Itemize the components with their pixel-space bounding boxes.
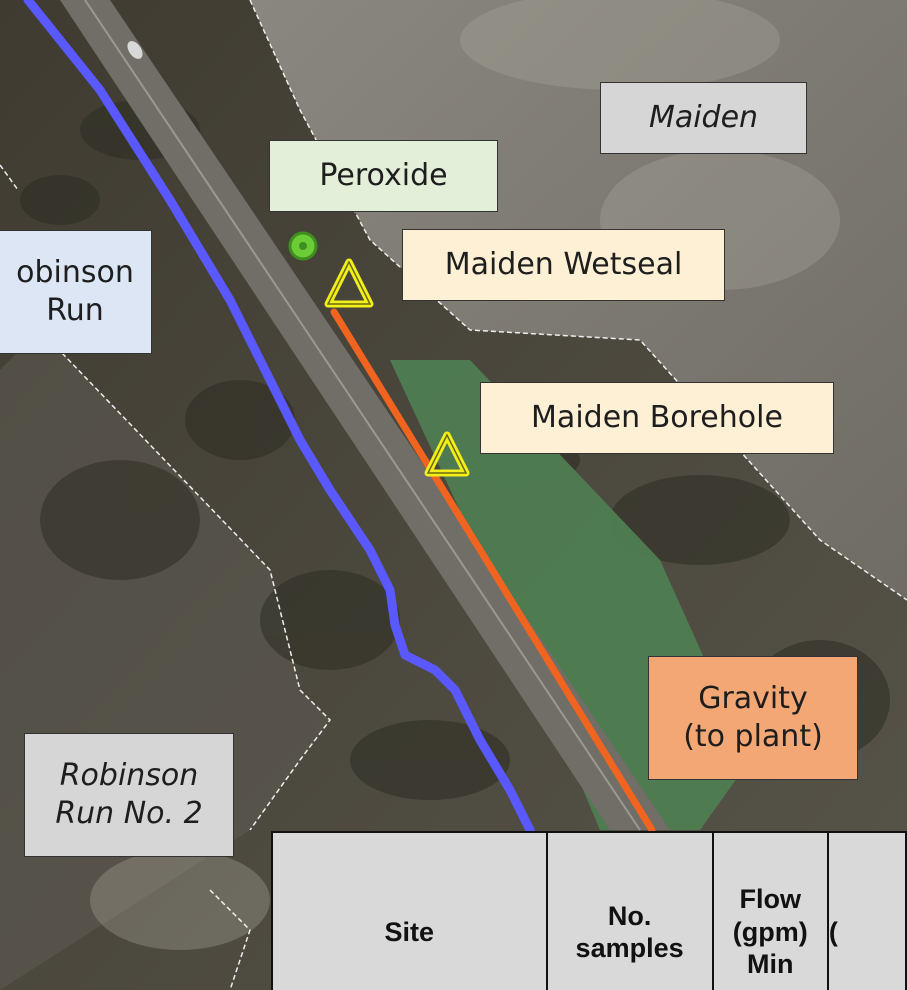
robinson-run-label: obinson Run xyxy=(0,230,152,354)
site-column-header: Site xyxy=(271,831,548,990)
peroxide-label: Peroxide xyxy=(269,140,498,212)
next-column-header: ( xyxy=(826,831,907,990)
data-table: Site No. samples Flow (gpm) Min ( xyxy=(271,831,907,990)
table-header-row: Site No. samples Flow (gpm) Min ( xyxy=(271,831,907,990)
maiden-wetseal-label: Maiden Wetseal xyxy=(402,229,725,301)
flow-min-column-header: Flow (gpm) Min xyxy=(711,831,829,990)
pipeline-line xyxy=(330,308,656,834)
gravity-label: Gravity (to plant) xyxy=(648,656,858,780)
stream-line xyxy=(23,0,535,835)
robinson-run-no2-label: Robinson Run No. 2 xyxy=(24,733,234,857)
maiden-mine-label: Maiden xyxy=(600,82,807,154)
samples-column-header: No. samples xyxy=(545,831,714,990)
maiden-borehole-label: Maiden Borehole xyxy=(480,382,834,454)
